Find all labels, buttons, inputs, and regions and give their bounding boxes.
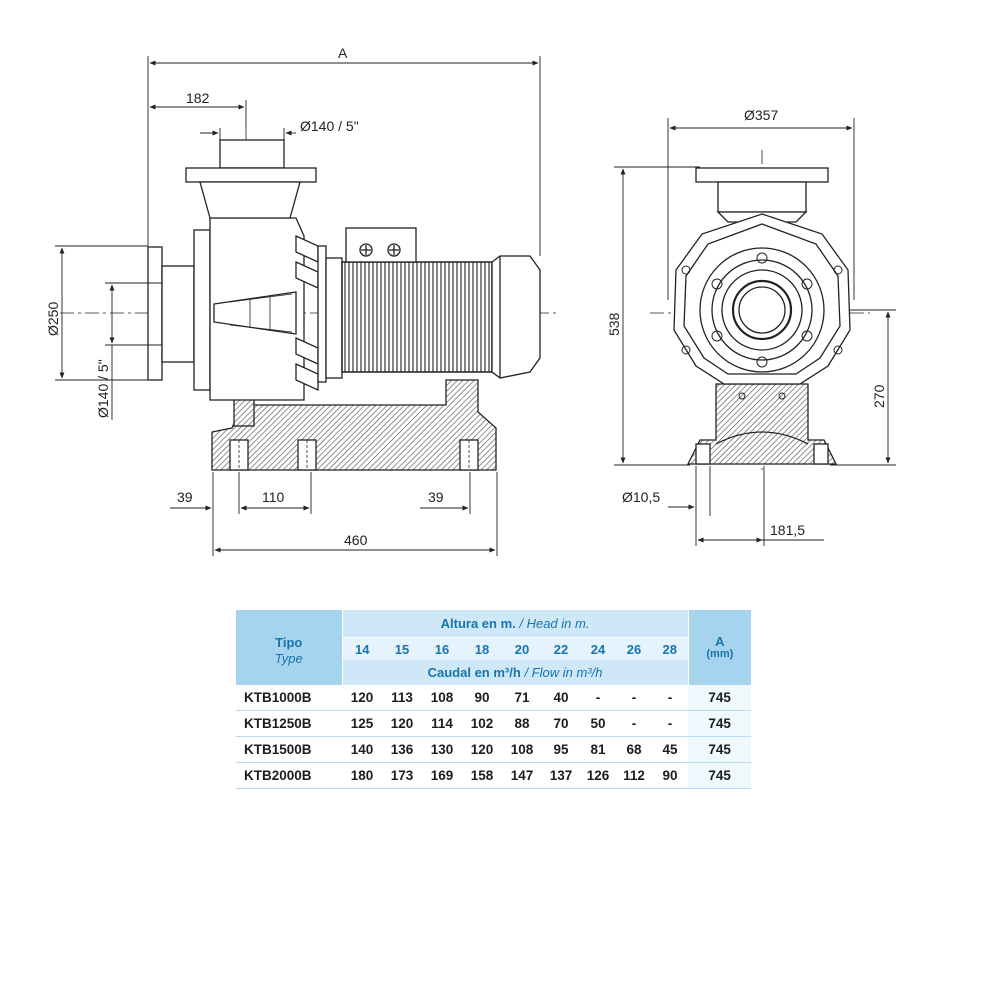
label-outlet-diameter: Ø140 / 5": [300, 118, 359, 134]
flow-value: 88: [502, 710, 542, 737]
flow-value: 90: [652, 762, 689, 789]
flow-value: -: [580, 685, 616, 711]
flow-label-en: / Flow in m³/h: [524, 665, 603, 680]
flow-value: 71: [502, 685, 542, 711]
model-name: KTB1250B: [236, 710, 342, 737]
label-total-height: 538: [606, 312, 622, 336]
label-foot-span: 110: [262, 489, 285, 505]
performance-table: Tipo Type Altura en m. / Head in m. A (m…: [236, 610, 752, 789]
flow-value: 45: [652, 736, 689, 763]
label-foot-right: 39: [428, 489, 444, 505]
flow-header: Caudal en m³/h / Flow in m³/h: [342, 660, 689, 685]
label-foot-left: 39: [177, 489, 193, 505]
flow-label-es: Caudal en m³/h: [427, 665, 521, 680]
flow-value: 136: [382, 736, 422, 763]
head-label-es: Altura en m.: [440, 616, 516, 631]
flow-value: 125: [342, 710, 382, 737]
label-base-length: 460: [344, 532, 368, 548]
side-dimensions: [614, 118, 896, 546]
flow-value: 95: [542, 736, 580, 763]
head-value: 24: [580, 637, 616, 660]
model-name: KTB2000B: [236, 762, 342, 789]
flow-value: 102: [462, 710, 502, 737]
technical-drawing: A 182 Ø140 / 5" Ø250 Ø140 / 5" 39 110 39…: [45, 45, 896, 556]
flow-value: 50: [580, 710, 616, 737]
flow-value: 90: [462, 685, 502, 711]
flow-value: 68: [616, 736, 652, 763]
label-flange-diameter: Ø250: [45, 302, 61, 336]
head-value: 26: [616, 637, 652, 660]
head-value: 14: [342, 637, 382, 660]
a-unit: (mm): [706, 648, 734, 660]
flow-value: 108: [502, 736, 542, 763]
flow-value: 173: [382, 762, 422, 789]
flow-value: 158: [462, 762, 502, 789]
label-outlet-offset: 182: [186, 90, 210, 106]
model-name: KTB1000B: [236, 685, 342, 711]
label-overall-length: A: [338, 45, 348, 61]
flow-value: 113: [382, 685, 422, 711]
front-view: [60, 128, 560, 471]
label-side-width: Ø357: [744, 107, 778, 123]
head-value: 16: [422, 637, 462, 660]
head-value: 22: [542, 637, 580, 660]
flow-value: 81: [580, 736, 616, 763]
head-value: 20: [502, 637, 542, 660]
flow-value: 140: [342, 736, 382, 763]
flow-value: 120: [462, 736, 502, 763]
front-dimensions: [55, 56, 541, 556]
a-value: 745: [688, 762, 752, 789]
a-value: 745: [688, 710, 752, 737]
front-dimension-labels: A 182 Ø140 / 5" Ø250 Ø140 / 5" 39 110 39…: [45, 45, 444, 548]
flow-value: 120: [342, 685, 382, 711]
flow-value: 40: [542, 685, 580, 711]
type-label-es: Tipo: [275, 635, 303, 650]
a-value: 745: [688, 736, 752, 763]
type-label-en: Type: [274, 651, 303, 666]
label-inlet-diameter: Ø140 / 5": [95, 359, 111, 418]
label-half-base: 181,5: [770, 522, 805, 538]
head-value: 18: [462, 637, 502, 660]
flow-value: 169: [422, 762, 462, 789]
model-name: KTB1500B: [236, 736, 342, 763]
head-value: 15: [382, 637, 422, 660]
flow-value: 180: [342, 762, 382, 789]
type-header: Tipo Type: [236, 610, 343, 685]
flow-value: 70: [542, 710, 580, 737]
head-header: Altura en m. / Head in m.: [342, 610, 689, 638]
flow-value: 130: [422, 736, 462, 763]
a-label: A: [715, 634, 725, 649]
side-view: [650, 150, 870, 470]
side-dimension-labels: Ø357 538 270 Ø10,5 181,5: [606, 107, 887, 538]
a-header: A (mm): [687, 610, 752, 685]
head-label-en: / Head in m.: [519, 616, 590, 631]
bolt-holes: [681, 252, 843, 400]
flow-value: -: [616, 710, 652, 737]
flow-value: 108: [422, 685, 462, 711]
flow-value: 137: [542, 762, 580, 789]
flow-value: 126: [580, 762, 616, 789]
flow-value: -: [652, 685, 689, 711]
flow-value: -: [616, 685, 652, 711]
flow-value: -: [652, 710, 689, 737]
flow-value: 112: [616, 762, 652, 789]
label-axis-height: 270: [871, 384, 887, 408]
a-value: 745: [688, 685, 752, 711]
flow-value: 147: [502, 762, 542, 789]
flow-value: 120: [382, 710, 422, 737]
label-bolt-hole: Ø10,5: [622, 489, 660, 505]
head-value: 28: [652, 637, 689, 660]
flow-value: 114: [422, 710, 462, 737]
